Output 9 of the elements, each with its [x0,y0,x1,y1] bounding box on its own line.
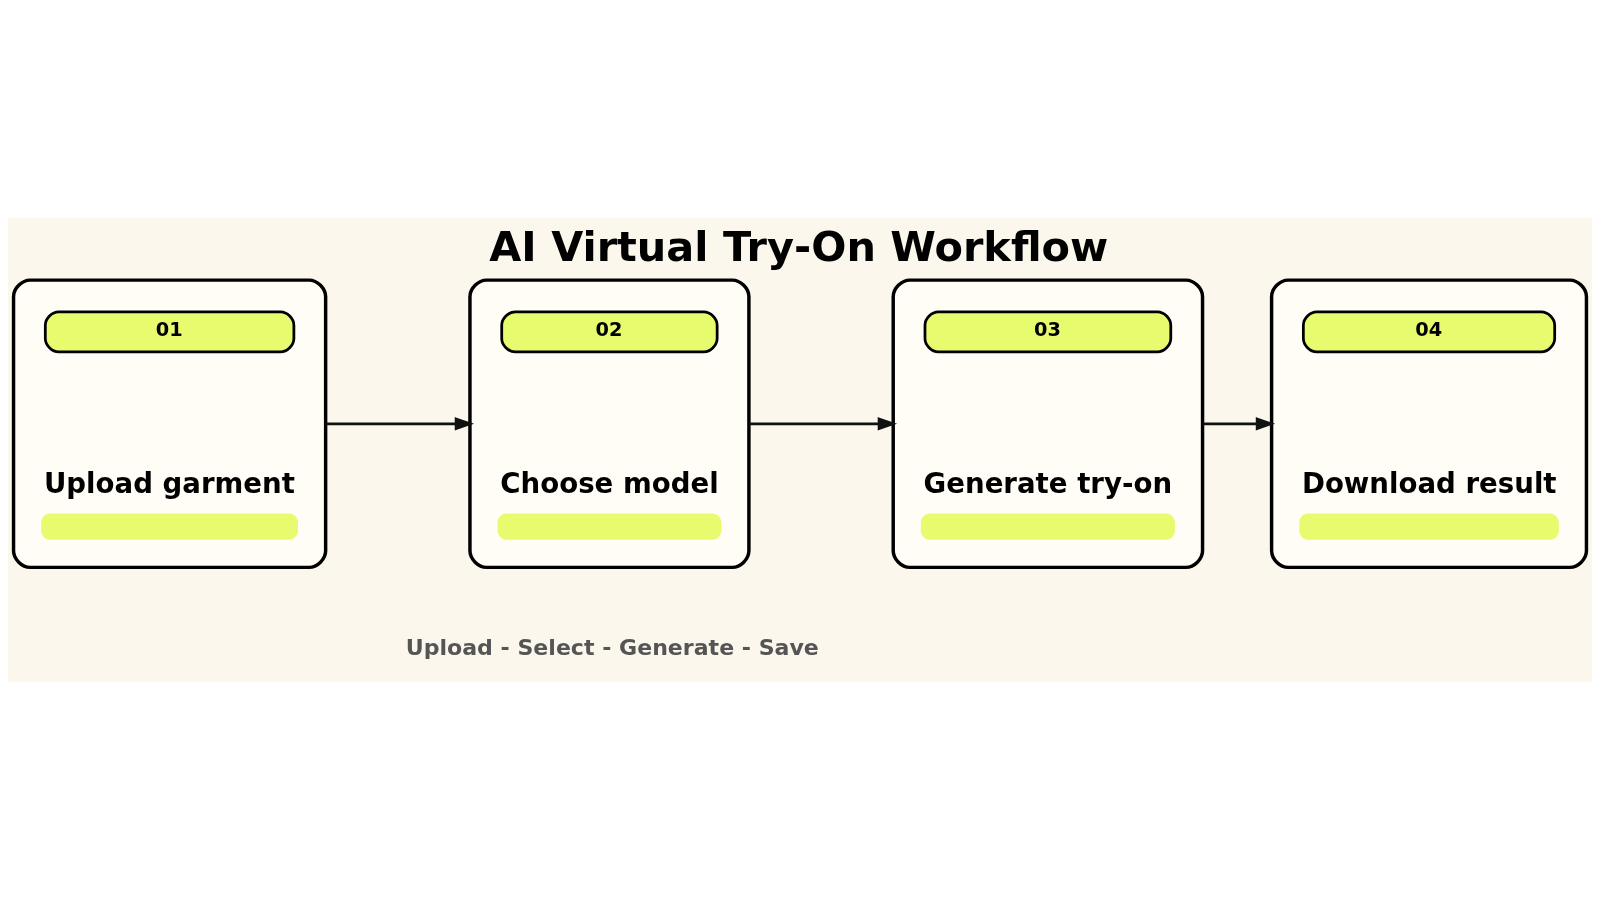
arrow [325,417,475,431]
arrow [749,417,898,431]
diagram-title: AI Virtual Try-On Workflow [489,222,1109,271]
node-box: 02 Choose model [468,278,751,570]
node-box: 04 Download result [1269,278,1589,570]
arrow [1202,417,1276,431]
node-box: 01 Upload garment [11,278,328,570]
node-box: 03 Generate try-on [891,278,1205,570]
label: Upload - Select - Generate - Save [405,634,819,661]
